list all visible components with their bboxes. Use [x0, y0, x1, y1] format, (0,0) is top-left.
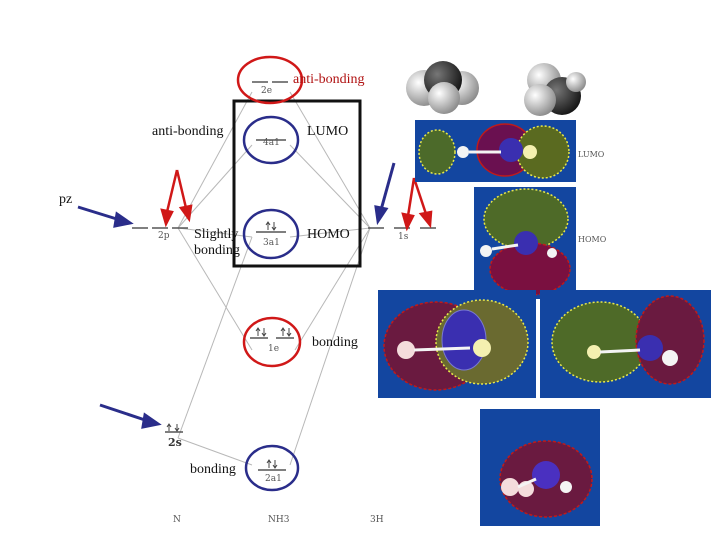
- red-arrow-right-a: [406, 177, 416, 217]
- nh3-space-filling-left: [406, 61, 479, 114]
- bonding-1e-orbital-panel-a: [378, 290, 536, 398]
- navy-arrowhead-2s: [141, 412, 162, 429]
- anti-bonding-2e-circle: [236, 55, 304, 105]
- nh3-space-filling-right: [524, 63, 586, 116]
- red-arrow-left-a: [165, 169, 179, 213]
- pz-label: pz: [59, 192, 73, 207]
- homo-orbital-render: [480, 188, 571, 296]
- lumo-label: LUMO: [307, 124, 349, 139]
- footer-nh3-label: NH3: [268, 515, 290, 525]
- bonding-1e-orbital-render-b: [551, 295, 705, 385]
- navy-arrowhead-pz: [113, 211, 134, 228]
- bonding-1e-circle: [242, 316, 302, 368]
- bonding-1e-orbital-panel-b: [540, 290, 711, 398]
- bonding-2a1-orbital-panel: [480, 409, 600, 526]
- footer-3h-label: 3H: [370, 515, 384, 525]
- red-arrow-left-b: [175, 169, 188, 209]
- homo-3a1-circle: [242, 208, 300, 260]
- level-label-2e: 2e: [261, 86, 273, 96]
- red-arrowhead-right-b: [418, 210, 433, 229]
- level-label-2s: 2s: [168, 436, 182, 449]
- homo-lumo-box: [232, 99, 362, 268]
- energy-levels: [132, 81, 436, 471]
- homo-label: HOMO: [307, 227, 350, 242]
- level-label-1s: 1s: [398, 232, 409, 242]
- anti-bonding-left-label: anti-bonding: [152, 124, 224, 139]
- lumo-panel-label: LUMO: [578, 150, 605, 159]
- anti-bonding-top-label: anti-bonding: [293, 72, 365, 87]
- navy-arrow-pz: [77, 205, 121, 222]
- level-label-4a1: 4a1: [263, 138, 280, 148]
- lumo-orbital-render: [418, 123, 570, 179]
- space-filling-models: [406, 61, 586, 116]
- bonding-1e-orbital-render-a: [383, 299, 529, 391]
- bonding-2a1-orbital-render: [499, 440, 593, 518]
- navy-arrowhead-1s: [374, 205, 389, 226]
- level-label-2a1: 2a1: [265, 474, 282, 484]
- slightly-bonding-label: Slightly bonding: [194, 227, 240, 258]
- red-arrowhead-right-a: [401, 212, 415, 232]
- red-arrowhead-left-a: [160, 208, 174, 228]
- footer-n-label: N: [173, 515, 181, 525]
- lumo-orbital-panel: [415, 120, 576, 182]
- navy-arrow-2s: [99, 403, 149, 423]
- bonding-bottom-label: bonding: [190, 462, 236, 477]
- navy-arrow-1s: [379, 162, 396, 211]
- red-arrow-right-b: [412, 177, 428, 215]
- level-label-3a1: 3a1: [263, 238, 280, 248]
- homo-panel-label: HOMO: [578, 235, 607, 244]
- bonding-mid-label: bonding: [312, 335, 358, 350]
- electron-arrows: [166, 221, 292, 469]
- lumo-4a1-circle: [242, 115, 300, 165]
- bonding-2a1-circle: [244, 444, 300, 492]
- red-arrowhead-left-b: [178, 204, 193, 223]
- homo-orbital-panel: [474, 187, 576, 299]
- level-label-1e: 1e: [268, 344, 280, 354]
- level-label-2p: 2p: [158, 231, 170, 241]
